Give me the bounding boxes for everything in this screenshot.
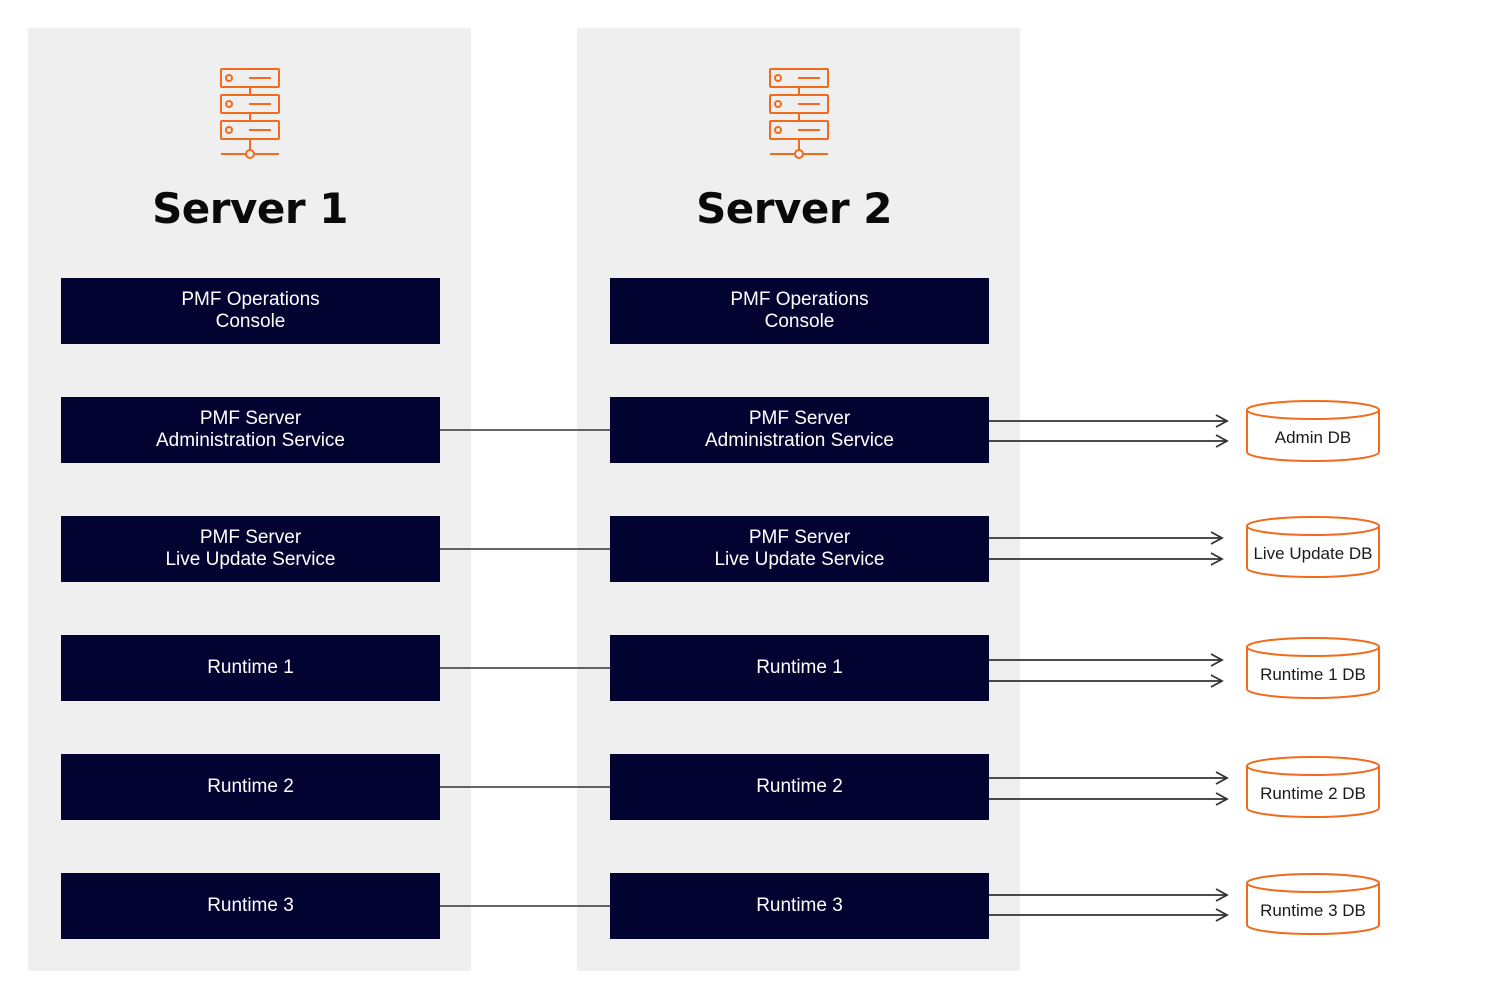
database-icon bbox=[1246, 516, 1380, 578]
server-1-admin-service: PMF Server Administration Service bbox=[61, 397, 440, 463]
server-2-live-update-service: PMF Server Live Update Service bbox=[610, 516, 989, 582]
server-rack-icon bbox=[220, 68, 280, 159]
component-line-1: Runtime 3 bbox=[756, 895, 843, 916]
server-2-title: Server 2 bbox=[696, 184, 892, 233]
database-icon bbox=[1246, 637, 1380, 699]
database-icon bbox=[1246, 756, 1380, 818]
component-line-2: Console bbox=[764, 311, 835, 332]
server-1-runtime-2: Runtime 2 bbox=[61, 754, 440, 820]
component-line-1: PMF Operations bbox=[730, 289, 869, 310]
server-rack-icon bbox=[769, 68, 829, 159]
component-line-2: Console bbox=[215, 311, 286, 332]
db-label: Admin DB bbox=[1274, 428, 1352, 447]
runtime-1-db: Runtime 1 DB bbox=[1246, 637, 1380, 699]
component-line-1: Runtime 2 bbox=[207, 776, 294, 797]
component-line-1: Runtime 1 bbox=[207, 657, 294, 678]
live-update-db: Live Update DB bbox=[1246, 516, 1380, 578]
server-1-live-update-service: PMF Server Live Update Service bbox=[61, 516, 440, 582]
server-2-operations-console: PMF Operations Console bbox=[610, 278, 989, 344]
component-line-1: PMF Server bbox=[199, 527, 302, 548]
component-line-1: Runtime 1 bbox=[756, 657, 843, 678]
database-icon bbox=[1246, 400, 1380, 462]
component-line-1: PMF Server bbox=[199, 408, 302, 429]
component-line-2: Live Update Service bbox=[165, 549, 336, 570]
component-line-2: Administration Service bbox=[155, 430, 346, 451]
server-1-title: Server 1 bbox=[152, 184, 348, 233]
component-line-1: PMF Server bbox=[748, 527, 851, 548]
server-1-runtime-1: Runtime 1 bbox=[61, 635, 440, 701]
db-label: Runtime 1 DB bbox=[1260, 665, 1366, 684]
component-line-1: PMF Server bbox=[748, 408, 851, 429]
component-line-1: PMF Operations bbox=[181, 289, 320, 310]
runtime-3-db: Runtime 3 DB bbox=[1246, 873, 1380, 935]
server-2-runtime-1: Runtime 1 bbox=[610, 635, 989, 701]
server-1-runtime-3: Runtime 3 bbox=[61, 873, 440, 939]
db-label: Live Update DB bbox=[1253, 544, 1373, 563]
component-line-2: Administration Service bbox=[704, 430, 895, 451]
db-label: Runtime 2 DB bbox=[1260, 784, 1366, 803]
database-icon bbox=[1246, 873, 1380, 935]
server-1-operations-console: PMF Operations Console bbox=[61, 278, 440, 344]
db-label: Runtime 3 DB bbox=[1260, 901, 1366, 920]
component-line-1: Runtime 3 bbox=[207, 895, 294, 916]
admin-db: Admin DB bbox=[1246, 400, 1380, 462]
runtime-2-db: Runtime 2 DB bbox=[1246, 756, 1380, 818]
component-line-1: Runtime 2 bbox=[756, 776, 843, 797]
server-2-runtime-2: Runtime 2 bbox=[610, 754, 989, 820]
server-2-runtime-3: Runtime 3 bbox=[610, 873, 989, 939]
component-line-2: Live Update Service bbox=[714, 549, 885, 570]
server-2-admin-service: PMF Server Administration Service bbox=[610, 397, 989, 463]
